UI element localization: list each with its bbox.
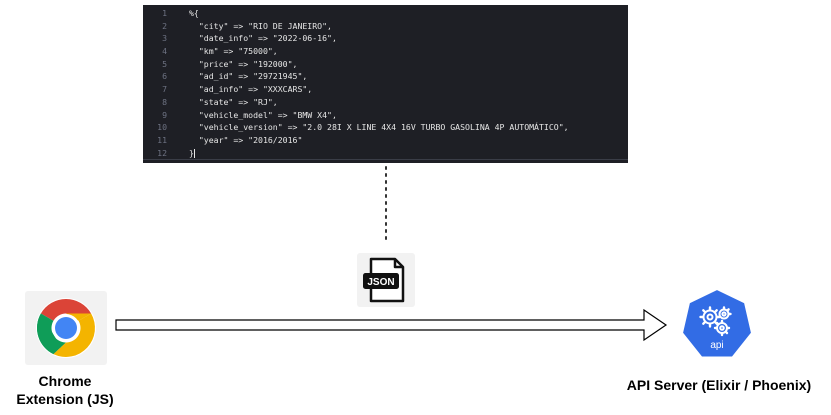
line-number: 2 [162, 20, 167, 31]
line-number: 4 [162, 46, 167, 57]
json-payload-box: JSON [357, 253, 415, 307]
api-server-label: API Server (Elixir / Phoenix) [626, 377, 812, 393]
code-text: %{ [189, 8, 199, 18]
json-file-icon: JSON [363, 257, 405, 303]
code-text-content: } [189, 147, 194, 158]
line-number: 10 [157, 122, 167, 133]
line-number: 6 [162, 71, 167, 82]
line-number: 11 [157, 134, 167, 145]
chrome-label-line1: Chrome [38, 373, 92, 389]
code-line: 4 "km" => "75000", [143, 45, 628, 58]
line-number: 9 [162, 109, 167, 120]
code-line: 6 "ad_id" => "29721945", [143, 70, 628, 83]
code-line: 9 "vehicle_model" => "BMW X4", [143, 109, 628, 122]
code-text: "price" => "192000", [189, 58, 298, 69]
code-snippet-panel: 1 %{ 2 "city" => "RIO DE JANEIRO", 3 "dat… [143, 5, 628, 163]
code-line: 5 "price" => "192000", [143, 58, 628, 71]
line-number: 7 [162, 84, 167, 95]
line-number: 8 [162, 96, 167, 107]
code-lines: 1 %{ 2 "city" => "RIO DE JANEIRO", 3 "dat… [143, 7, 628, 161]
code-line: 2 "city" => "RIO DE JANEIRO", [143, 20, 628, 33]
code-text: "state" => "RJ", [189, 96, 278, 107]
line-number-gutter [143, 5, 171, 163]
line-number: 3 [162, 33, 167, 44]
code-text: "year" => "2016/2016" [189, 134, 303, 145]
line-number: 1 [162, 8, 167, 18]
api-icon-text: api [710, 340, 723, 351]
dotted-connector [385, 166, 387, 244]
line-number: 5 [162, 58, 167, 69]
chrome-icon [36, 298, 96, 358]
code-text: "vehicle_model" => "BMW X4", [189, 109, 337, 120]
kubernetes-api-icon: api [681, 288, 753, 359]
code-text: "ad_info" => "XXXCARS", [189, 84, 313, 95]
code-text: "vehicle_version" => "2.0 28I X LINE 4X4… [189, 122, 569, 133]
json-icon-label: JSON [367, 277, 394, 288]
code-line: 8 "state" => "RJ", [143, 96, 628, 109]
code-text: "ad_id" => "29721945", [189, 71, 308, 82]
code-text: } [189, 147, 195, 160]
chrome-extension-label: Chrome Extension (JS) [10, 372, 120, 408]
code-text: "date_info" => "2022-06-16", [189, 33, 337, 44]
chrome-icon-box [25, 291, 107, 365]
code-line: 10 "vehicle_version" => "2.0 28I X LINE … [143, 121, 628, 134]
code-line: 12} [143, 147, 628, 161]
code-text: "city" => "RIO DE JANEIRO", [189, 20, 332, 31]
code-line: 7 "ad_info" => "XXXCARS", [143, 83, 628, 96]
text-cursor [193, 148, 195, 158]
code-line: 3 "date_info" => "2022-06-16", [143, 32, 628, 45]
chrome-label-line2: Extension (JS) [16, 391, 114, 407]
code-line: 1 %{ [143, 7, 628, 20]
line-number: 12 [157, 147, 167, 158]
code-text: "km" => "75000", [189, 46, 278, 57]
code-line: 11 "year" => "2016/2016" [143, 134, 628, 147]
request-arrow [115, 308, 668, 342]
